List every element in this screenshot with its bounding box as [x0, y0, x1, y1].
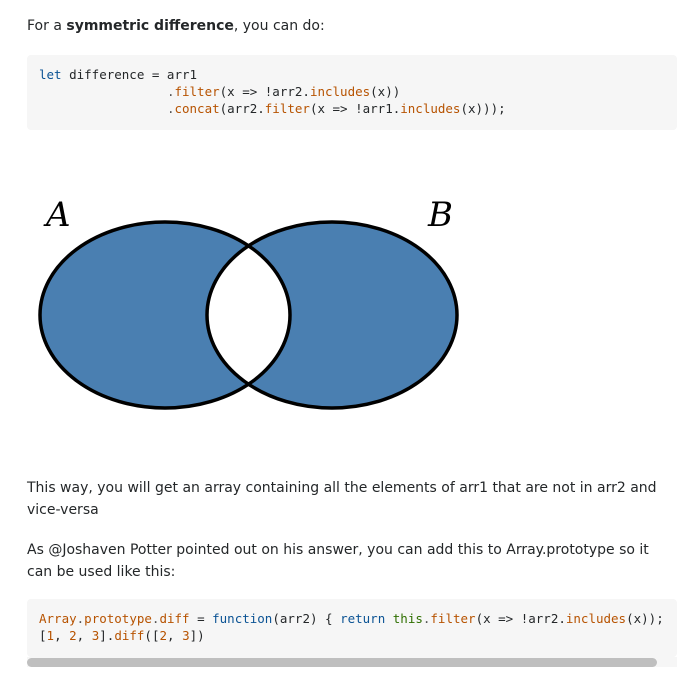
code-number: 2: [69, 628, 77, 643]
code-text: (arr2.: [219, 101, 265, 116]
code-fn-concat: concat: [174, 101, 220, 116]
code-keyword-function: function: [212, 611, 273, 626]
venn-intersection: [207, 222, 290, 408]
venn-outline-b: [205, 220, 459, 410]
code-fn-filter: filter: [264, 101, 310, 116]
code-block-prototype: Array.prototype.diff = function(arr2) { …: [27, 599, 677, 657]
code-horizontal-scrollbar[interactable]: [27, 657, 677, 667]
code-fn-filter: filter: [430, 611, 476, 626]
code-prop-prototype: prototype: [84, 611, 152, 626]
venn-diagram: A B: [38, 195, 459, 410]
code-text: ]): [189, 628, 205, 643]
code-number: 2: [159, 628, 168, 643]
code-text: ,: [54, 628, 70, 643]
scrollbar-thumb[interactable]: [27, 658, 657, 667]
code-text: (x)): [370, 84, 401, 99]
code-fn-includes: includes: [565, 611, 627, 626]
code-dot: .: [76, 611, 85, 626]
code-text: ,: [167, 628, 183, 643]
code-number: 1: [46, 628, 55, 643]
code-text: (x => !arr2.: [475, 611, 566, 626]
code-number: 3: [182, 628, 190, 643]
venn-outline-a: [38, 220, 292, 410]
code-text: =: [189, 611, 213, 626]
code-indent: [39, 84, 167, 99]
code-text: (x)));: [460, 101, 506, 116]
code-text: ].: [99, 628, 115, 643]
code-fn-includes: includes: [309, 84, 371, 99]
code-keyword-this: this: [392, 611, 423, 626]
prototype-paragraph: As @Joshaven Potter pointed out on his a…: [27, 542, 649, 580]
venn-label-a: A: [43, 195, 71, 235]
venn-label-b: B: [427, 195, 453, 235]
code-text: (x));: [626, 611, 664, 626]
code-dot: .: [166, 84, 175, 99]
code-fn-filter: filter: [174, 84, 220, 99]
explanation-paragraph: This way, you will get an array containi…: [27, 480, 657, 518]
code-dot: .: [151, 611, 160, 626]
code-text: difference = arr1: [61, 67, 198, 82]
code-class-array: Array: [39, 611, 77, 626]
code-text: (x => !arr2.: [219, 84, 310, 99]
intro-suffix: , you can do:: [233, 18, 325, 34]
code-text: ,: [76, 628, 92, 643]
code-indent: [39, 101, 167, 116]
code-text: [: [39, 628, 47, 643]
code-text: (x => !arr1.: [309, 101, 401, 116]
intro-bold: symmetric difference: [66, 18, 234, 34]
code-text: ([: [144, 628, 160, 643]
code-block-symmetric-difference: let difference = arr1 .filter(x => !arr2…: [27, 55, 677, 130]
intro-prefix: For a: [27, 18, 67, 34]
code-number: 3: [91, 628, 100, 643]
intro-paragraph: For a symmetric difference, you can do:: [27, 15, 677, 37]
code-dot: .: [166, 101, 175, 116]
code-keyword-return: return: [340, 611, 386, 626]
code-dot: .: [422, 611, 431, 626]
code-fn-includes: includes: [400, 101, 461, 116]
code-keyword-let: let: [39, 67, 62, 82]
code-fn-diff: diff: [159, 611, 190, 626]
code-text: (arr2) {: [272, 611, 341, 626]
code-text: [385, 611, 393, 626]
code-fn-diff: diff: [114, 628, 145, 643]
